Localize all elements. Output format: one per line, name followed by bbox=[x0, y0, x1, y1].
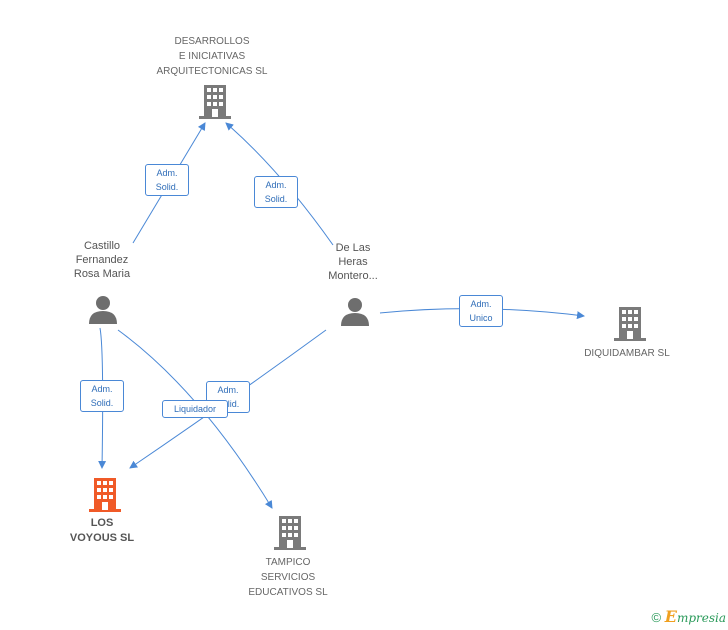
edge-label-castillo-desarrollos[interactable]: Adm. Solid. bbox=[145, 164, 189, 196]
node-label-castillo[interactable]: Castillo Fernandez Rosa Maria bbox=[73, 240, 131, 280]
edge-castillo-losvoyous bbox=[98, 327, 107, 469]
copyright-symbol: © bbox=[651, 610, 662, 625]
edge-label-delasheras-desarrollos[interactable]: Adm. Solid. bbox=[254, 176, 298, 208]
edge-castillo-tampico bbox=[117, 329, 273, 509]
edge-label-delasheras-diquidambar[interactable]: Adm. Unico bbox=[459, 295, 503, 327]
building-icon-focus[interactable] bbox=[89, 478, 121, 512]
node-label-desarrollos[interactable]: DESARROLLOS E INICIATIVAS ARQUITECTONICA… bbox=[156, 36, 268, 77]
edge-label-castillo-tampico[interactable]: Liquidador bbox=[162, 400, 228, 418]
building-icon[interactable] bbox=[614, 307, 646, 341]
building-icon[interactable] bbox=[274, 516, 306, 550]
node-label-tampico[interactable]: TAMPICO SERVICIOS EDUCATIVOS SL bbox=[248, 557, 328, 598]
building-icon[interactable] bbox=[199, 85, 231, 119]
person-icon[interactable] bbox=[340, 296, 370, 326]
edge-label-castillo-losvoyous[interactable]: Adm. Solid. bbox=[80, 380, 124, 412]
empresia-logo: Empresia bbox=[664, 607, 726, 626]
node-label-delasheras[interactable]: De Las Heras Montero... bbox=[328, 242, 378, 282]
node-label-losvoyous[interactable]: LOS VOYOUS SL bbox=[69, 517, 135, 544]
person-icon[interactable] bbox=[88, 294, 118, 324]
footer-brand: © Empresia bbox=[652, 607, 726, 626]
node-label-diquidambar[interactable]: DIQUIDAMBAR SL bbox=[584, 348, 670, 359]
